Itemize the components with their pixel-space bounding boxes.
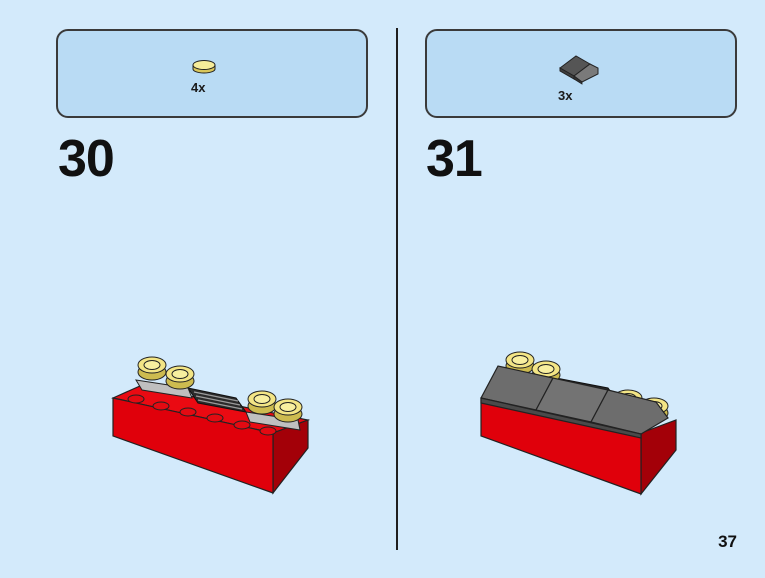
build-illustration-step-31 [480,351,677,496]
slope-brick-dark-gray-icon [559,55,599,85]
parts-callout-step-31: 3x [425,29,737,118]
step-number: 31 [426,130,483,188]
build-illustration-step-30 [111,356,311,495]
part-quantity: 4x [191,80,206,95]
step-divider [396,28,398,550]
parts-callout-step-30: 4x [56,29,368,118]
page-number: 37 [718,532,737,551]
step-number: 30 [58,130,115,188]
part-quantity: 3x [558,88,573,103]
round-plate-yellow-transparent-icon [192,60,216,74]
